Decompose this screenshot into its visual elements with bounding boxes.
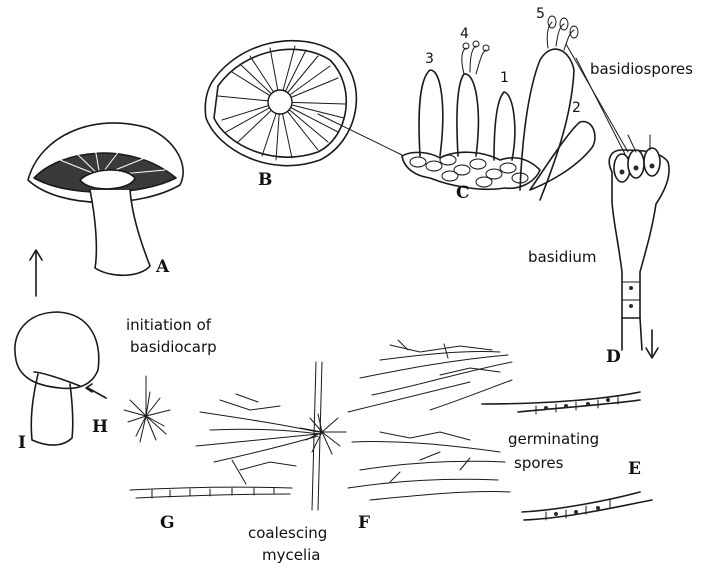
mushroom-a <box>28 123 183 275</box>
coalescing-label-line2: mycelia <box>262 546 321 564</box>
germinating-label-line1: germinating <box>508 430 599 448</box>
number-3: 3 <box>425 51 434 67</box>
basidium-label: basidium <box>528 248 597 266</box>
label-e: E <box>628 459 641 479</box>
septate-hypha-g <box>152 488 274 498</box>
basidium-d <box>566 44 669 358</box>
label-h: H <box>92 417 108 437</box>
label-g: G <box>160 513 175 533</box>
initiation-knot-h <box>124 376 170 442</box>
hyphae-g <box>130 394 320 498</box>
label-b: B <box>258 170 272 190</box>
number-4: 4 <box>460 26 469 42</box>
germinating-spores-e <box>482 392 652 520</box>
hyphae-f <box>348 340 512 500</box>
initiation-label-line1: initiation of <box>126 316 212 334</box>
number-1: 1 <box>500 70 509 86</box>
number-5: 5 <box>536 6 545 22</box>
arrow-i-to-a <box>30 250 42 296</box>
label-a: A <box>155 257 170 277</box>
pointer-b-to-c <box>318 114 402 155</box>
basidiospores-label: basidiospores <box>590 60 693 78</box>
coalescing-mycelia-knot <box>300 362 346 510</box>
label-f: F <box>358 513 370 533</box>
number-2: 2 <box>572 100 581 116</box>
initiation-label-line2: basidiocarp <box>130 338 217 356</box>
label-c: C <box>456 183 470 203</box>
germinating-label-line2: spores <box>514 454 564 472</box>
label-d: D <box>606 347 621 367</box>
mushroom-gills-b <box>205 41 356 166</box>
coalescing-label-line1: coalescing <box>248 524 327 542</box>
label-i: I <box>18 433 26 453</box>
